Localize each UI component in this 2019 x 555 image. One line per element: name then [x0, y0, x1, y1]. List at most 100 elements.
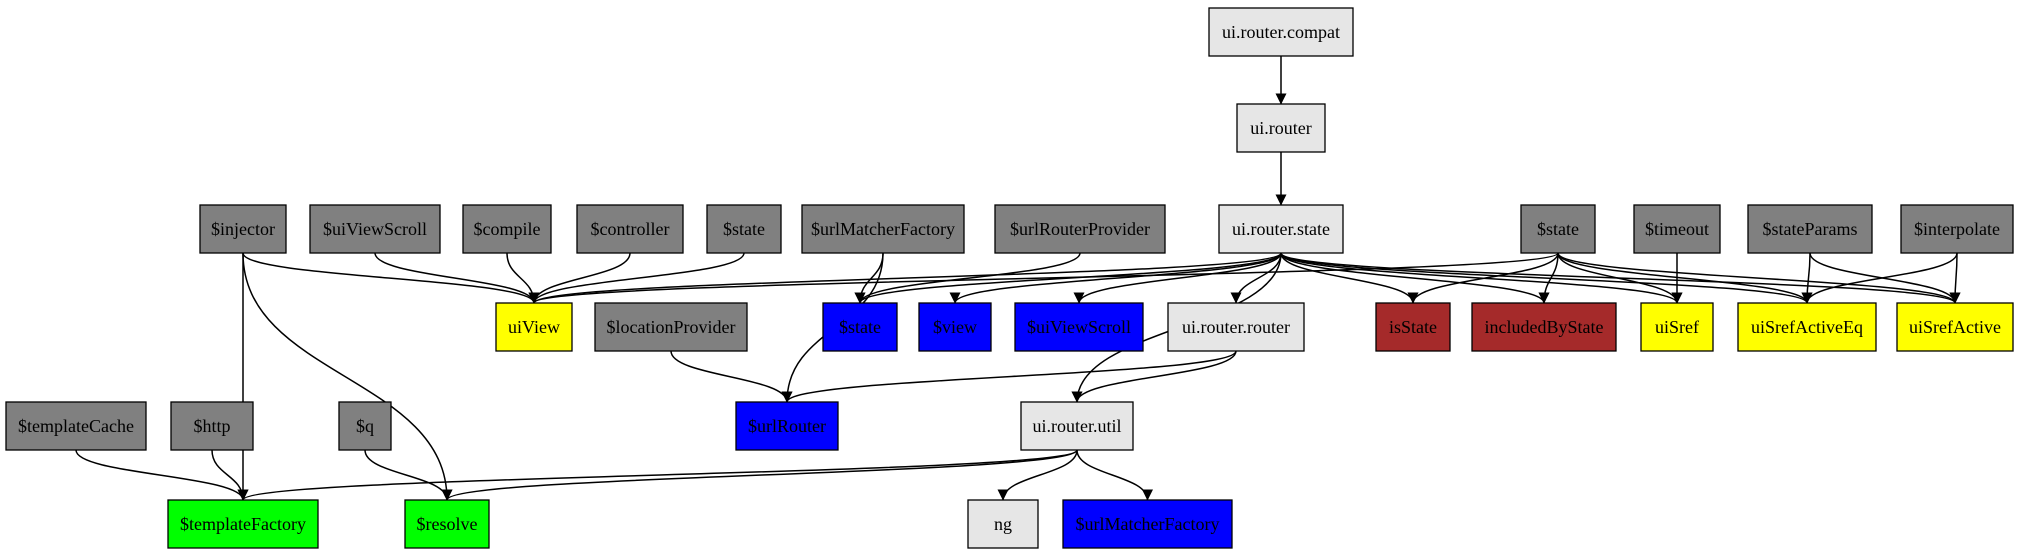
- edge-template-cache-to-template-factory: [75, 449, 249, 501]
- node-state-params: $stateParams: [1747, 204, 1873, 254]
- node-label: $locationProvider: [607, 317, 736, 337]
- node-label: uiSrefActive: [1909, 317, 2001, 337]
- node-ui-sref: uiSref: [1640, 302, 1714, 352]
- node-label: $urlRouterProvider: [1010, 219, 1150, 239]
- node-url-router-provider: $urlRouterProvider: [994, 204, 1166, 254]
- node-box: [1062, 499, 1233, 549]
- node-box: [495, 302, 573, 352]
- edge-ui-router-util-to-template-factory: [237, 449, 1078, 501]
- edge-ui-router-util-to-resolve: [441, 449, 1078, 501]
- node-label: $resolve: [417, 514, 478, 534]
- edge-state-dep-left-to-ui-view: [528, 252, 745, 304]
- edge-layer: [75, 56, 1961, 501]
- node-box: [309, 204, 441, 254]
- node-label: ui.router: [1250, 118, 1311, 138]
- node-is-state: isState: [1375, 302, 1451, 352]
- node-label: uiSrefActiveEq: [1751, 317, 1863, 337]
- node-box: [1900, 204, 2014, 254]
- node-interpolate: $interpolate: [1900, 204, 2014, 254]
- node-label: $urlMatcherFactory: [811, 219, 955, 239]
- node-label: ng: [994, 514, 1012, 534]
- node-label: $templateFactory: [180, 514, 306, 534]
- node-label: ui.router.state: [1232, 219, 1330, 239]
- node-box: [994, 204, 1166, 254]
- edge-http-to-template-factory: [211, 449, 249, 501]
- node-controller: $controller: [576, 204, 684, 254]
- edge-ui-router-util-to-url-matcher-factory-svc: [1076, 449, 1153, 501]
- edge-ui-router-state-to-ui-sref: [1280, 252, 1683, 304]
- node-box: [1020, 401, 1134, 451]
- node-box: [1520, 204, 1596, 254]
- edge-ui-router-state-to-ui-sref-active-eq: [1280, 252, 1813, 304]
- edge-state-dep-right-to-is-state: [1407, 252, 1559, 304]
- edge-location-provider-to-url-router-svc: [670, 350, 793, 403]
- node-box: [167, 499, 319, 549]
- node-label: ui.router.compat: [1222, 22, 1340, 42]
- node-box: [1747, 204, 1873, 254]
- node-http: $http: [170, 401, 254, 451]
- node-box: [1633, 204, 1721, 254]
- node-label: uiSref: [1655, 317, 1699, 337]
- node-box: [735, 401, 839, 451]
- node-box: [1896, 302, 2014, 352]
- edge-interpolate-to-ui-sref-active-eq: [1801, 252, 1958, 304]
- node-box: [918, 302, 992, 352]
- node-label: ui.router.util: [1033, 416, 1122, 436]
- node-ui-sref-active: uiSrefActive: [1896, 302, 2014, 352]
- edge-ui-router-state-to-included-by-state: [1280, 252, 1550, 304]
- edge-ui-router-router-to-ui-router-util: [1071, 350, 1237, 403]
- node-box: [1208, 7, 1354, 57]
- edge-state-dep-right-to-included-by-state: [1538, 252, 1559, 304]
- edge-q-to-resolve: [364, 449, 453, 501]
- node-label: $uiViewScroll: [323, 219, 427, 239]
- node-ui-view-scroll-svc: $uiViewScroll: [1014, 302, 1144, 352]
- node-ui-sref-active-eq: uiSrefActiveEq: [1737, 302, 1877, 352]
- node-label: $urlMatcherFactory: [1076, 514, 1220, 534]
- edge-ui-router-state-to-view-svc: [949, 252, 1282, 304]
- edge-ui-router-state-to-ui-view: [528, 252, 1282, 304]
- node-ng: ng: [967, 499, 1039, 549]
- node-box: [404, 499, 490, 549]
- edge-url-matcher-factory-dep-to-state-svc: [854, 252, 884, 304]
- node-ui-router-state: ui.router.state: [1218, 204, 1344, 254]
- node-label: ui.router.router: [1182, 317, 1290, 337]
- node-ui-router-router: ui.router.router: [1167, 302, 1305, 352]
- edge-ui-router-router-to-url-router-svc: [781, 350, 1237, 403]
- edge-ui-router-util-to-ng: [997, 449, 1078, 501]
- edge-state-dep-right-to-ui-sref: [1557, 252, 1683, 304]
- node-box: [1167, 302, 1305, 352]
- node-url-matcher-factory-svc: $urlMatcherFactory: [1062, 499, 1233, 549]
- edge-injector-to-resolve: [242, 252, 453, 501]
- node-timeout: $timeout: [1633, 204, 1721, 254]
- edge-state-dep-right-to-ui-sref-active: [1557, 252, 1961, 304]
- node-label: $compile: [474, 219, 541, 239]
- edge-state-dep-right-to-ui-view: [528, 252, 1559, 304]
- node-box: [5, 401, 147, 451]
- edge-ui-router-state-to-is-state: [1280, 252, 1419, 304]
- node-label: $uiViewScroll: [1027, 317, 1131, 337]
- node-label: isState: [1389, 317, 1437, 337]
- node-box: [1014, 302, 1144, 352]
- node-box: [706, 204, 782, 254]
- edge-injector-to-ui-view: [242, 252, 540, 304]
- node-label: $state: [723, 219, 765, 239]
- node-box: [1218, 204, 1344, 254]
- node-box: [1640, 302, 1714, 352]
- node-box: [576, 204, 684, 254]
- node-ui-router-util: ui.router.util: [1020, 401, 1134, 451]
- node-label: $http: [193, 416, 230, 436]
- node-compile: $compile: [462, 204, 552, 254]
- node-url-router-svc: $urlRouter: [735, 401, 839, 451]
- node-label: $timeout: [1645, 219, 1709, 239]
- node-layer: ui.router.compat ui.router ui.router.state…: [5, 7, 2014, 549]
- node-box: [462, 204, 552, 254]
- node-q: $q: [338, 401, 392, 451]
- node-label: $urlRouter: [748, 416, 826, 436]
- node-box: [1471, 302, 1617, 352]
- node-location-provider: $locationProvider: [594, 302, 748, 352]
- node-ui-view-scroll-dep: $uiViewScroll: [309, 204, 441, 254]
- node-template-cache: $templateCache: [5, 401, 147, 451]
- node-url-matcher-factory-dep: $urlMatcherFactory: [801, 204, 965, 254]
- edge-url-router-provider-to-state-svc: [854, 252, 1081, 304]
- node-ui-router: ui.router: [1236, 103, 1326, 153]
